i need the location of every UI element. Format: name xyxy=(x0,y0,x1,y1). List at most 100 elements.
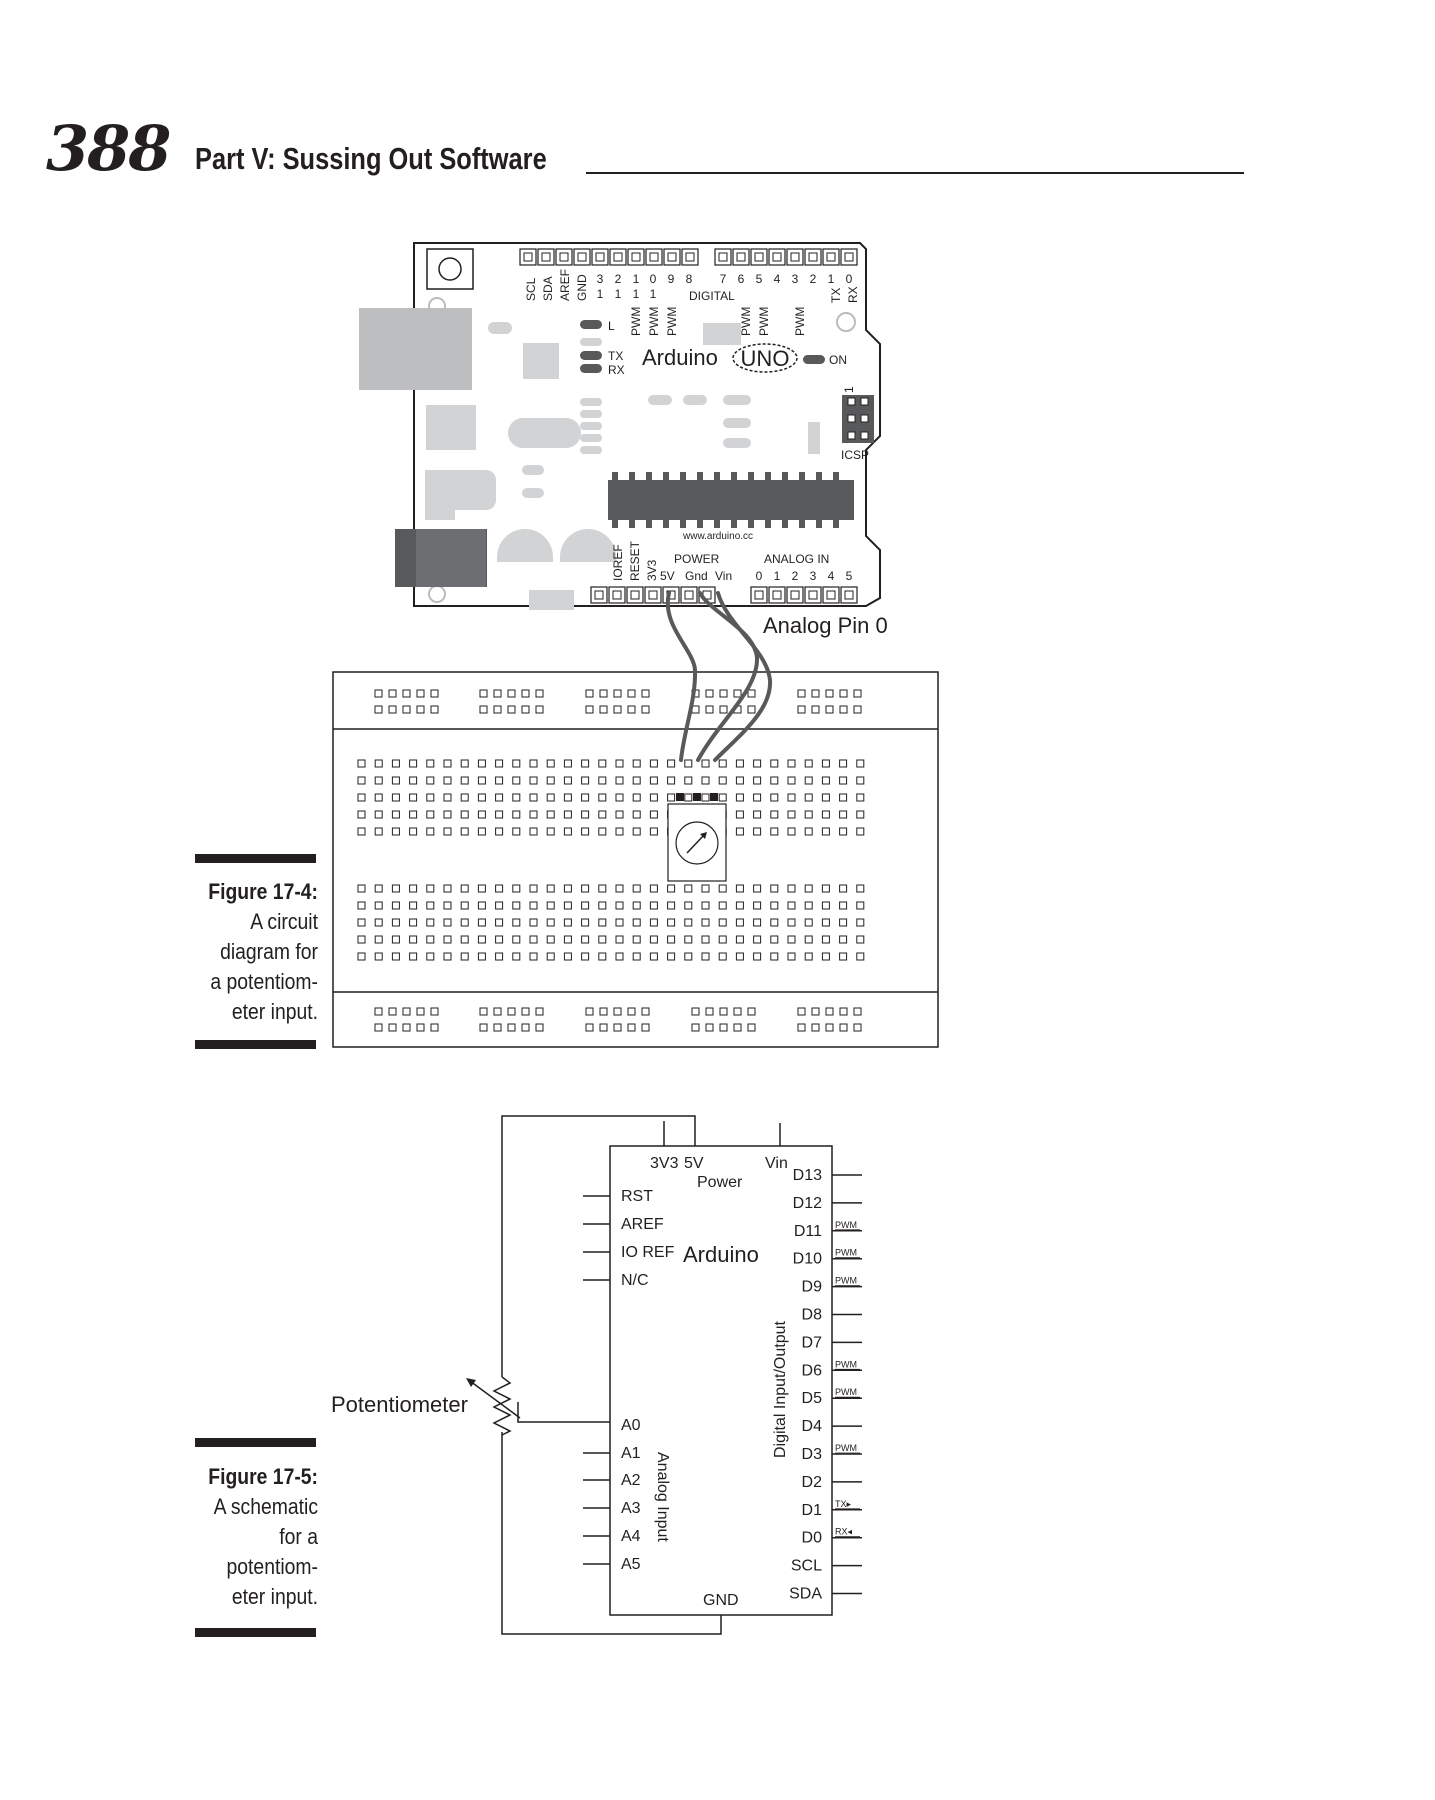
breadboard-hole xyxy=(443,759,452,768)
breadboard-hole xyxy=(391,952,400,961)
breadboard-hole xyxy=(667,793,676,802)
breadboard-hole xyxy=(430,1023,439,1032)
breadboard-hole xyxy=(416,1023,425,1032)
breadboard-hole xyxy=(753,759,762,768)
schematic-3v3: 3V3 xyxy=(650,1155,679,1172)
schematic-gnd: GND xyxy=(703,1592,739,1609)
breadboard-hole xyxy=(563,918,572,927)
breadboard-hole xyxy=(667,884,676,893)
schematic-pin-tag: TX▸ xyxy=(835,1499,852,1509)
breadboard-hole xyxy=(512,918,521,927)
schematic-power: Power xyxy=(697,1174,743,1191)
pwm-label: PWM xyxy=(793,307,807,336)
board-model: UNO xyxy=(741,346,790,371)
breadboard-hole xyxy=(507,1023,516,1032)
breadboard-hole xyxy=(770,884,779,893)
schematic-analog-pin-label: A4 xyxy=(621,1528,641,1545)
breadboard-hole xyxy=(649,918,658,927)
breadboard-hole xyxy=(684,884,693,893)
breadboard-hole xyxy=(719,1023,728,1032)
breadboard-hole xyxy=(535,1007,544,1016)
potentiometer-wiper-arrow xyxy=(469,1380,521,1419)
breadboard-hole xyxy=(649,884,658,893)
breadboard-hole xyxy=(585,689,594,698)
breadboard-hole xyxy=(581,918,590,927)
breadboard-hole xyxy=(357,935,366,944)
breadboard-hole xyxy=(477,759,486,768)
breadboard-hole xyxy=(770,810,779,819)
breadboard-hole xyxy=(493,1007,502,1016)
breadboard-hole xyxy=(426,884,435,893)
breadboard-hole xyxy=(613,689,622,698)
breadboard-hole xyxy=(667,952,676,961)
digital-pin-11-top: 1 xyxy=(633,272,640,286)
breadboard-hole xyxy=(787,759,796,768)
breadboard-hole xyxy=(374,1007,383,1016)
breadboard-hole xyxy=(479,705,488,714)
breadboard-hole xyxy=(856,918,865,927)
breadboard-hole xyxy=(735,759,744,768)
breadboard-hole xyxy=(649,935,658,944)
breadboard-hole xyxy=(426,793,435,802)
breadboard-hole xyxy=(839,689,848,698)
breadboard-hole xyxy=(521,705,530,714)
breadboard-hole xyxy=(825,705,834,714)
breadboard-hole xyxy=(495,827,504,836)
breadboard-hole xyxy=(357,776,366,785)
breadboard-hole xyxy=(632,901,641,910)
pwm-label: PWM xyxy=(629,307,643,336)
board-leds xyxy=(580,320,825,373)
breadboard-hole xyxy=(388,1007,397,1016)
breadboard-hole xyxy=(598,776,607,785)
figure-4-top-bar xyxy=(195,854,316,863)
breadboard-hole xyxy=(649,793,658,802)
breadboard-hole xyxy=(684,952,693,961)
schematic-left-pin-label: RST xyxy=(621,1188,653,1205)
breadboard-hole xyxy=(615,827,624,836)
breadboard-hole xyxy=(535,689,544,698)
breadboard-hole xyxy=(460,793,469,802)
breadboard-hole xyxy=(460,901,469,910)
digital-pin-9: 9 xyxy=(668,272,675,286)
breadboard-hole xyxy=(747,705,756,714)
schematic-wires xyxy=(501,1115,781,1635)
breadboard-hole xyxy=(598,952,607,961)
breadboard-hole xyxy=(495,884,504,893)
breadboard-hole xyxy=(477,776,486,785)
breadboard-hole xyxy=(641,1023,650,1032)
breadboard-hole xyxy=(416,1007,425,1016)
breadboard-hole xyxy=(563,759,572,768)
breadboard-hole xyxy=(477,901,486,910)
digital-label: DIGITAL xyxy=(689,289,735,303)
breadboard-hole xyxy=(719,689,728,698)
breadboard-hole xyxy=(856,759,865,768)
schematic-digital-pin-label: D2 xyxy=(802,1474,823,1491)
breadboard-hole xyxy=(598,901,607,910)
breadboard-hole xyxy=(821,901,830,910)
board-website: www.arduino.cc xyxy=(682,531,753,542)
breadboard-hole xyxy=(684,776,693,785)
uno-badge xyxy=(732,343,798,373)
power-pin-5v: 5V xyxy=(660,569,675,583)
breadboard-hole xyxy=(719,1007,728,1016)
digital-pin-12-top: 2 xyxy=(615,272,622,286)
reset-label: RESET xyxy=(628,540,642,581)
breadboard-hole xyxy=(804,918,813,927)
breadboard-hole xyxy=(853,705,862,714)
breadboard-hole xyxy=(615,918,624,927)
breadboard-hole xyxy=(391,776,400,785)
breadboard-hole xyxy=(402,705,411,714)
breadboard-hole xyxy=(667,935,676,944)
breadboard-hole xyxy=(409,935,418,944)
breadboard-hole xyxy=(426,952,435,961)
breadboard-hole xyxy=(374,689,383,698)
breadboard-hole xyxy=(357,793,366,802)
pin-label-sda: SDA xyxy=(541,276,555,301)
usb-connector xyxy=(359,308,472,390)
breadboard-hole xyxy=(770,827,779,836)
breadboard-hole xyxy=(585,705,594,714)
breadboard-hole xyxy=(770,952,779,961)
breadboard-hole xyxy=(357,884,366,893)
breadboard-hole xyxy=(735,810,744,819)
